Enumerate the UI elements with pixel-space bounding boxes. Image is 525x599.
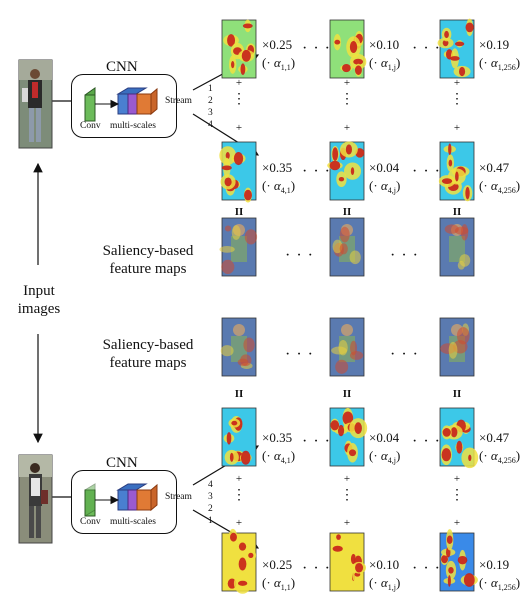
stream-number-top-1: 1 [208, 84, 213, 94]
plus-top-c2-a: + [343, 77, 351, 89]
input-images-label: Input images [17, 283, 61, 317]
bottom-row1-alpha-1: (· α1,1) [262, 575, 296, 592]
bottom-row1-mult-j: ×0.10 [369, 557, 400, 572]
multiscale-label-top: multi-scales [110, 121, 156, 131]
hdots-saliency-bottom-a: · · · [285, 346, 314, 363]
plus-bottom-c1-b: + [235, 517, 243, 529]
vdots-top-c2: ⋮ [340, 92, 354, 107]
stream-number-bottom-2: 2 [208, 504, 213, 514]
bottom-row1-mult-256: ×0.19 [479, 557, 510, 572]
multiscale-label-bottom: multi-scales [110, 517, 156, 527]
plus-bottom-c3-b: + [453, 517, 461, 529]
stream-label-top: Stream [165, 96, 192, 106]
vdots-top-c1: ⋮ [232, 92, 246, 107]
equals-top-c2: II [342, 206, 352, 218]
plus-bottom-c1-a: + [235, 473, 243, 485]
hdots-top-row1-b: · · · [412, 40, 441, 57]
vdots-bottom-c3: ⋮ [450, 488, 464, 503]
plus-top-c2-b: + [343, 122, 351, 134]
cnn-label-top: CNN [106, 59, 138, 75]
stream-number-bottom-3: 3 [208, 492, 213, 502]
top-row4-mult-1: ×0.35 [262, 160, 293, 175]
vdots-bottom-c2: ⋮ [340, 488, 354, 503]
top-row4-alpha-256: (· α4,256) [479, 178, 521, 195]
top-row4-mult-256: ×0.47 [479, 160, 510, 175]
bottom-row4-alpha-j: (· α4,j) [369, 448, 401, 465]
saliency-label-bottom: Saliency-based feature maps [102, 337, 194, 371]
hdots-top-row4-a: · · · [302, 163, 331, 180]
top-row1-mult-256: ×0.19 [479, 37, 510, 52]
plus-bottom-c3-a: + [453, 473, 461, 485]
conv-label-top: Conv [80, 121, 101, 131]
bottom-row1-alpha-256: (· α1,256) [479, 575, 521, 592]
plus-bottom-c2-a: + [343, 473, 351, 485]
stream-number-top-2: 2 [208, 96, 213, 106]
hdots-bottom-row4-a: · · · [302, 433, 331, 450]
vdots-top-c3: ⋮ [450, 92, 464, 107]
top-row4-mult-j: ×0.04 [369, 160, 400, 175]
equals-top-c1: II [234, 206, 244, 218]
equals-bottom-c2: II [342, 388, 352, 400]
cnn-label-bottom: CNN [106, 455, 138, 471]
bottom-row1-mult-1: ×0.25 [262, 557, 293, 572]
plus-top-c1-b: + [235, 122, 243, 134]
hdots-bottom-row1-a: · · · [302, 560, 331, 577]
hdots-bottom-row4-b: · · · [412, 433, 441, 450]
bottom-row4-alpha-256: (· α4,256) [479, 448, 521, 465]
hdots-bottom-row1-b: · · · [412, 560, 441, 577]
plus-bottom-c2-b: + [343, 517, 351, 529]
bottom-row4-mult-1: ×0.35 [262, 430, 293, 445]
top-row1-alpha-j: (· α1,j) [369, 55, 401, 72]
equals-bottom-c3: II [452, 388, 462, 400]
hdots-top-row4-b: · · · [412, 163, 441, 180]
bottom-row4-mult-256: ×0.47 [479, 430, 510, 445]
top-row1-alpha-256: (· α1,256) [479, 55, 521, 72]
stream-number-top-4: 4 [208, 120, 213, 130]
top-row1-alpha-1: (· α1,1) [262, 55, 296, 72]
equals-bottom-c1: II [234, 388, 244, 400]
top-row1-mult-1: ×0.25 [262, 37, 293, 52]
hdots-saliency-top-a: · · · [285, 247, 314, 264]
bottom-row4-alpha-1: (· α4,1) [262, 448, 296, 465]
saliency-label-top: Saliency-based feature maps [102, 243, 194, 277]
top-row4-alpha-j: (· α4,j) [369, 178, 401, 195]
bottom-row4-mult-j: ×0.04 [369, 430, 400, 445]
plus-top-c1-a: + [235, 77, 243, 89]
stream-number-top-3: 3 [208, 108, 213, 118]
conv-label-bottom: Conv [80, 517, 101, 527]
equals-top-c3: II [452, 206, 462, 218]
hdots-saliency-bottom-b: · · · [390, 346, 419, 363]
bottom-row1-alpha-j: (· α1,j) [369, 575, 401, 592]
vdots-bottom-c1: ⋮ [232, 488, 246, 503]
stream-number-bottom-1: 1 [208, 516, 213, 526]
top-row1-mult-j: ×0.10 [369, 37, 400, 52]
plus-top-c3-b: + [453, 122, 461, 134]
top-row4-alpha-1: (· α4,1) [262, 178, 296, 195]
stream-number-bottom-4: 4 [208, 480, 213, 490]
hdots-top-row1-a: · · · [302, 40, 331, 57]
hdots-saliency-top-b: · · · [390, 247, 419, 264]
plus-top-c3-a: + [453, 77, 461, 89]
stream-label-bottom: Stream [165, 492, 192, 502]
